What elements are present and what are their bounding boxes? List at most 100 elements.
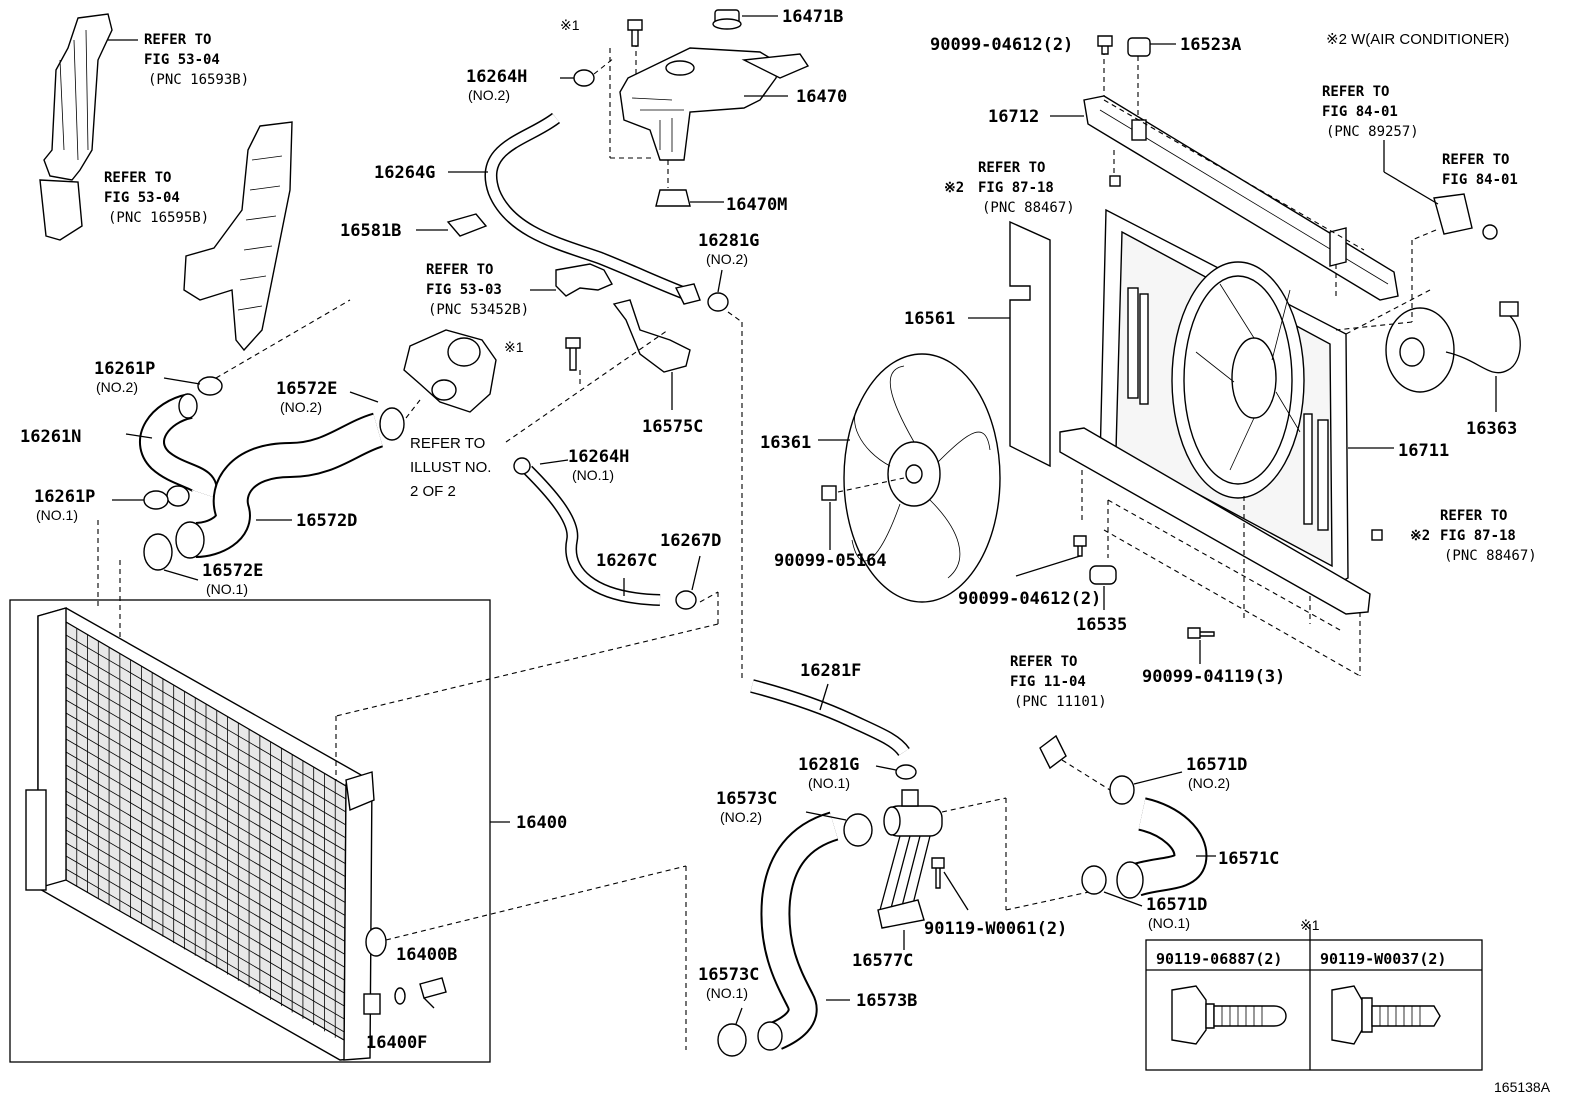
- hose-16264g: [448, 112, 695, 303]
- ref-note-11101: REFER TO FIG 11-04 (PNC 11101): [1010, 654, 1107, 710]
- motor-16363: [1385, 301, 1521, 412]
- label-16261p-no2: 16261P: [94, 359, 155, 379]
- label-16471b: 16471B: [782, 7, 843, 27]
- label-16261p-no2-sub: (NO.2): [96, 379, 138, 395]
- svg-text:2 OF 2: 2 OF 2: [410, 483, 456, 500]
- radiator-box: [9, 599, 491, 1063]
- svg-text:※2: ※2: [1410, 528, 1430, 544]
- label-16264h-no1-sub: (NO.1): [572, 467, 614, 483]
- label-16523a: 16523A: [1180, 35, 1241, 55]
- label-16261n: 16261N: [20, 427, 81, 447]
- mark-1a: ※1: [560, 17, 580, 33]
- label-16264h-no2-sub: (NO.2): [468, 87, 510, 103]
- label-16571d-no2-sub: (NO.2): [1188, 775, 1230, 791]
- clamp-16572e-no1: [143, 533, 199, 581]
- svg-text:(PNC 89257): (PNC 89257): [1326, 124, 1419, 140]
- ref-note-16593b: REFER TO FIG 53-04 (PNC 16593B): [144, 32, 249, 88]
- label-16267c: 16267C: [596, 551, 657, 571]
- label-16572e-no2-sub: (NO.2): [280, 399, 322, 415]
- hose-16571c: [1116, 797, 1216, 899]
- label-16264g: 16264G: [374, 163, 435, 183]
- bolt-90119-w0061: [931, 857, 969, 911]
- svg-text:FIG 84-01: FIG 84-01: [1322, 104, 1398, 120]
- clip-88467-top: [1109, 175, 1121, 187]
- grommet-16535: [1089, 565, 1117, 610]
- label-16400f: 16400F: [366, 1033, 427, 1053]
- ref-note-88467-top: REFER TO ※2 FIG 87-18 (PNC 88467): [944, 160, 1075, 216]
- mark-1b: ※1: [504, 339, 524, 355]
- drain-plug-16400b: [419, 977, 447, 1009]
- label-16571d-no1-sub: (NO.1): [1148, 915, 1190, 931]
- label-16573c-no2-sub: (NO.2): [720, 809, 762, 825]
- label-16267d: 16267D: [660, 531, 721, 551]
- pipe-bracket-16577c: [877, 789, 1099, 950]
- bracket-16575c: [612, 299, 691, 410]
- label-16261p-no1-sub: (NO.1): [36, 507, 78, 523]
- clamp-16264h-no2: [560, 57, 615, 87]
- svg-text:REFER TO: REFER TO: [410, 435, 485, 452]
- label-16571c: 16571C: [1218, 849, 1279, 869]
- leader: [505, 329, 669, 443]
- label-16400b: 16400B: [396, 945, 457, 965]
- table-mark: ※1: [1300, 917, 1320, 933]
- pipe-11101: [1039, 734, 1111, 791]
- label-16400: 16400: [516, 813, 567, 833]
- label-16573c-no2: 16573C: [716, 789, 777, 809]
- clamp-16573c-no2: [805, 811, 873, 847]
- label-16264h-no2: 16264H: [466, 67, 527, 87]
- bolt-90119-06887: [1171, 985, 1287, 1045]
- label-16573c-no1: 16573C: [698, 965, 759, 985]
- bolt-90099-04119: [1187, 627, 1215, 664]
- table-header-90119-w0037: 90119-W0037(2): [1320, 950, 1446, 968]
- hose-16281f: [750, 679, 910, 757]
- svg-text:REFER TO: REFER TO: [1322, 84, 1389, 100]
- bolt-1b: [565, 337, 581, 371]
- water-outlet-53452b: [403, 329, 497, 413]
- svg-text:(PNC 16595B): (PNC 16595B): [108, 210, 209, 226]
- ref-note-16595b: REFER TO FIG 53-04 (PNC 16595B): [104, 170, 209, 226]
- svg-text:REFER TO: REFER TO: [1440, 508, 1507, 524]
- label-16572d: 16572D: [296, 511, 357, 531]
- grommet-16523a: [1127, 37, 1176, 57]
- label-16572e-no1-sub: (NO.1): [206, 581, 248, 597]
- label-16711: 16711: [1398, 441, 1449, 461]
- clamp-16261p-no2: [163, 299, 351, 396]
- label-16261p-no1: 16261P: [34, 487, 95, 507]
- label-16281g-no1: 16281G: [798, 755, 859, 775]
- svg-text:REFER TO: REFER TO: [1010, 654, 1077, 670]
- svg-text:ILLUST NO.: ILLUST NO.: [410, 459, 491, 476]
- ref-note-89257: REFER TO FIG 84-01 (PNC 89257): [1322, 84, 1419, 140]
- label-90119-w0061: 90119-W0061(2): [924, 919, 1067, 939]
- label-16577c: 16577C: [852, 951, 913, 971]
- bracket-16712: [1050, 50, 1399, 301]
- shroud-lower-left: [183, 121, 293, 352]
- bolt-90119-w0037: [1331, 985, 1441, 1045]
- shroud-16711: [1059, 208, 1431, 677]
- svg-text:(PNC 88467): (PNC 88467): [1444, 548, 1537, 564]
- svg-text:FIG 84-01: FIG 84-01: [1442, 172, 1518, 188]
- label-16281g-no2-sub: (NO.2): [706, 251, 748, 267]
- svg-text:(PNC 11101): (PNC 11101): [1014, 694, 1107, 710]
- ref-note-88467-right: REFER TO ※2 FIG 87-18 (PNC 88467): [1410, 508, 1537, 564]
- svg-text:FIG 53-04: FIG 53-04: [144, 52, 220, 68]
- bolt-90099-04612-top: [1097, 35, 1113, 55]
- svg-text:FIG 11-04: FIG 11-04: [1010, 674, 1086, 690]
- svg-text:REFER TO: REFER TO: [978, 160, 1045, 176]
- label-16281f: 16281F: [800, 661, 861, 681]
- label-16573c-no1-sub: (NO.1): [706, 985, 748, 1001]
- label-16281g-no1-sub: (NO.1): [808, 775, 850, 791]
- label-16572e-no2: 16572E: [276, 379, 337, 399]
- seal-16561: [968, 220, 1051, 468]
- table-header-90119-06887: 90119-06887(2): [1156, 950, 1282, 968]
- label-16571d-no1: 16571D: [1146, 895, 1207, 915]
- svg-text:(PNC 16593B): (PNC 16593B): [148, 72, 249, 88]
- label-16264h-no1: 16264H: [568, 447, 629, 467]
- screw-84-01: [1482, 224, 1498, 240]
- figure-id: 165138A: [1494, 1079, 1551, 1095]
- svg-text:FIG 87-18: FIG 87-18: [978, 180, 1054, 196]
- svg-text:FIG 53-04: FIG 53-04: [104, 190, 180, 206]
- label-16281g-no2: 16281G: [698, 231, 759, 251]
- svg-text:FIG 53-03: FIG 53-03: [426, 282, 502, 298]
- svg-text:※2: ※2: [944, 180, 964, 196]
